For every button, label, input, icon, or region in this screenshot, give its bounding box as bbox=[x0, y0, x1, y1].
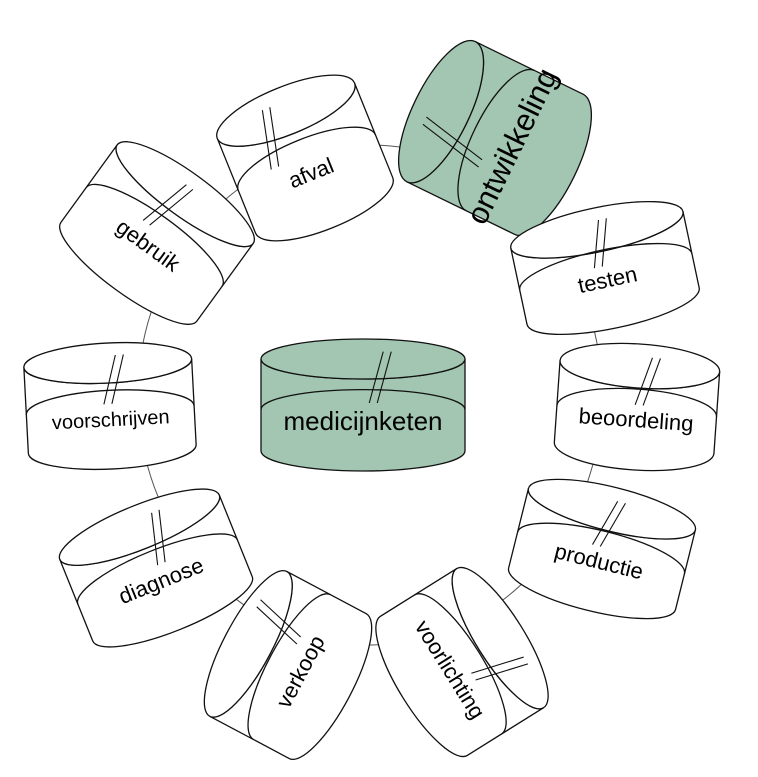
band-testen: testen bbox=[510, 200, 700, 336]
band-verkoop: verkoop bbox=[203, 569, 373, 761]
band-beoordeling: beoordeling bbox=[553, 342, 721, 472]
band-rim bbox=[397, 39, 485, 184]
band-seam-line bbox=[592, 501, 619, 545]
center-band: medicijnketen bbox=[260, 338, 466, 472]
band-rim bbox=[58, 488, 221, 566]
band-seam-line bbox=[269, 107, 280, 167]
band-rim bbox=[203, 569, 293, 718]
band-rim bbox=[559, 342, 721, 390]
band-rim bbox=[510, 200, 684, 259]
band-seam-line bbox=[158, 509, 166, 563]
band-seam-line bbox=[471, 656, 524, 674]
band-label: medicijnketen bbox=[284, 406, 443, 436]
band-ontwikkeling: ontwikkeling bbox=[397, 39, 593, 237]
band-medicijnketen: medicijnketen bbox=[260, 338, 466, 472]
band-inner-edge bbox=[85, 183, 225, 287]
band-rim bbox=[115, 141, 256, 248]
band-seam-line bbox=[111, 354, 124, 405]
band-voorschrijven: voorschrijven bbox=[23, 341, 197, 471]
band-inner-edge bbox=[247, 593, 331, 741]
band-rim bbox=[527, 478, 697, 540]
band-seam-line bbox=[368, 351, 384, 404]
band-seam-line bbox=[593, 219, 600, 269]
band-seam-line bbox=[634, 357, 653, 406]
band-inner-edge bbox=[516, 522, 686, 574]
band-seam-line bbox=[261, 110, 272, 170]
band-diagnose: diagnose bbox=[58, 488, 254, 648]
band-inner-edge bbox=[519, 242, 693, 291]
band-gebruik: gebruik bbox=[58, 141, 256, 325]
band-rim bbox=[451, 566, 549, 710]
band-seam-line bbox=[376, 351, 392, 404]
band-seam-line bbox=[422, 123, 479, 168]
band-productie: productie bbox=[507, 478, 697, 620]
band-seam-line bbox=[103, 354, 116, 405]
band-voorlichting: voorlichting bbox=[375, 566, 549, 758]
cycle-bands: ontwikkelingtestenbeoordelingproductievo… bbox=[23, 39, 721, 761]
band-seam-line bbox=[642, 358, 661, 406]
band-inner-edge bbox=[237, 126, 377, 191]
band-seam-line bbox=[256, 606, 298, 645]
band-rim bbox=[216, 74, 356, 147]
band-inner-edge bbox=[25, 389, 195, 415]
band-seam-line bbox=[599, 502, 626, 547]
band-inner-edge bbox=[414, 593, 507, 735]
band-seam-line bbox=[601, 218, 607, 267]
band-seam-line bbox=[151, 512, 159, 566]
band-seam-line bbox=[475, 663, 529, 681]
band-inner-edge bbox=[457, 68, 535, 212]
band-inner-edge bbox=[556, 387, 718, 417]
band-inner-edge bbox=[76, 533, 238, 605]
band-seam-line bbox=[260, 599, 302, 638]
band-afval: afval bbox=[216, 74, 394, 242]
band-seam-line bbox=[142, 184, 187, 221]
band-seam-line bbox=[426, 116, 483, 161]
band-rim bbox=[260, 338, 466, 380]
band-inner-edge bbox=[260, 388, 466, 410]
band-seam-line bbox=[149, 188, 194, 226]
